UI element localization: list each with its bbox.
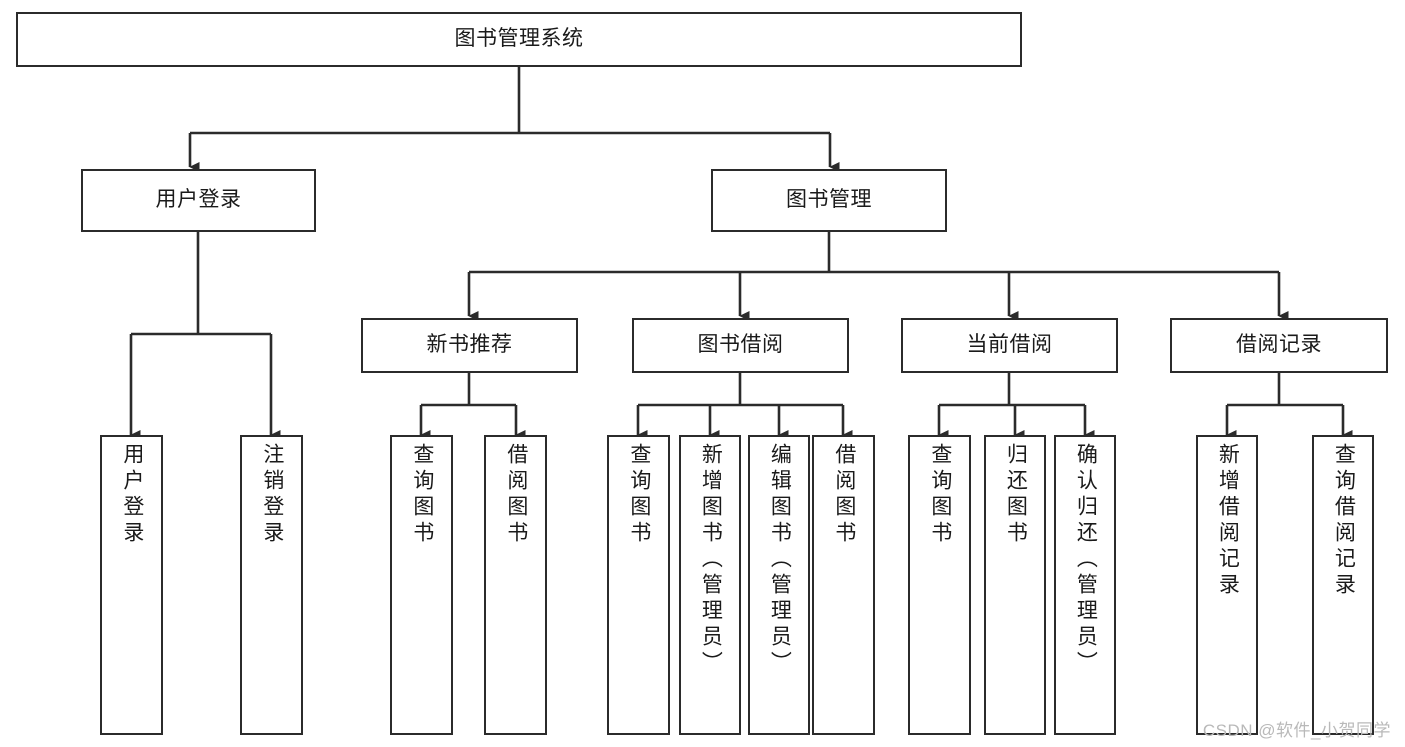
node-user-login[interactable]: 用户登录 xyxy=(81,169,316,232)
node-label: 用户登录 xyxy=(120,443,144,547)
watermark: CSDN @软件_小贺同学 xyxy=(1202,721,1391,740)
node-label: 查询图书 xyxy=(928,443,952,547)
leaf-borrow-query-book[interactable]: 查询图书 xyxy=(607,435,670,735)
node-label: 注销登录 xyxy=(260,443,284,547)
leaf-user-login-signin[interactable]: 用户登录 xyxy=(100,435,163,735)
node-label: 借阅图书 xyxy=(832,443,856,547)
node-label: 用户登录 xyxy=(155,188,242,212)
leaf-current-confirm-return-admin[interactable]: 确认归还（管理员） xyxy=(1054,435,1116,735)
node-label: 当前借阅 xyxy=(966,333,1053,357)
leaf-borrow-add-book-admin[interactable]: 新增图书（管理员） xyxy=(679,435,741,735)
node-label: 查询图书 xyxy=(410,443,434,547)
node-label: 新增借阅记录 xyxy=(1216,443,1240,599)
node-label: 确认归还（管理员） xyxy=(1074,443,1098,677)
leaf-record-query-record[interactable]: 查询借阅记录 xyxy=(1312,435,1374,735)
leaf-borrow-edit-book-admin[interactable]: 编辑图书（管理员） xyxy=(748,435,810,735)
node-label: 归还图书 xyxy=(1004,443,1028,547)
node-book-management[interactable]: 图书管理 xyxy=(711,169,947,232)
node-root-system[interactable]: 图书管理系统 xyxy=(16,12,1022,67)
node-label: 借阅记录 xyxy=(1236,333,1322,357)
leaf-recommend-query-book[interactable]: 查询图书 xyxy=(390,435,453,735)
leaf-recommend-borrow-book[interactable]: 借阅图书 xyxy=(484,435,547,735)
node-label: 新书推荐 xyxy=(426,333,513,357)
node-label: 图书借阅 xyxy=(697,333,784,357)
node-label: 编辑图书（管理员） xyxy=(768,443,792,677)
node-label: 查询图书 xyxy=(627,443,651,547)
leaf-record-add-record[interactable]: 新增借阅记录 xyxy=(1196,435,1258,735)
leaf-current-return-book[interactable]: 归还图书 xyxy=(984,435,1046,735)
node-book-borrow[interactable]: 图书借阅 xyxy=(632,318,849,373)
leaf-user-login-signout[interactable]: 注销登录 xyxy=(240,435,303,735)
leaf-borrow-borrow-book[interactable]: 借阅图书 xyxy=(812,435,875,735)
node-label: 图书管理系统 xyxy=(454,27,584,51)
node-label: 借阅图书 xyxy=(504,443,528,547)
node-borrow-record[interactable]: 借阅记录 xyxy=(1170,318,1388,373)
leaf-current-query-book[interactable]: 查询图书 xyxy=(908,435,971,735)
node-label: 新增图书（管理员） xyxy=(699,443,723,677)
node-label: 查询借阅记录 xyxy=(1332,443,1356,599)
node-label: 图书管理 xyxy=(786,188,872,212)
node-new-book-recommend[interactable]: 新书推荐 xyxy=(361,318,578,373)
node-current-borrow[interactable]: 当前借阅 xyxy=(901,318,1118,373)
